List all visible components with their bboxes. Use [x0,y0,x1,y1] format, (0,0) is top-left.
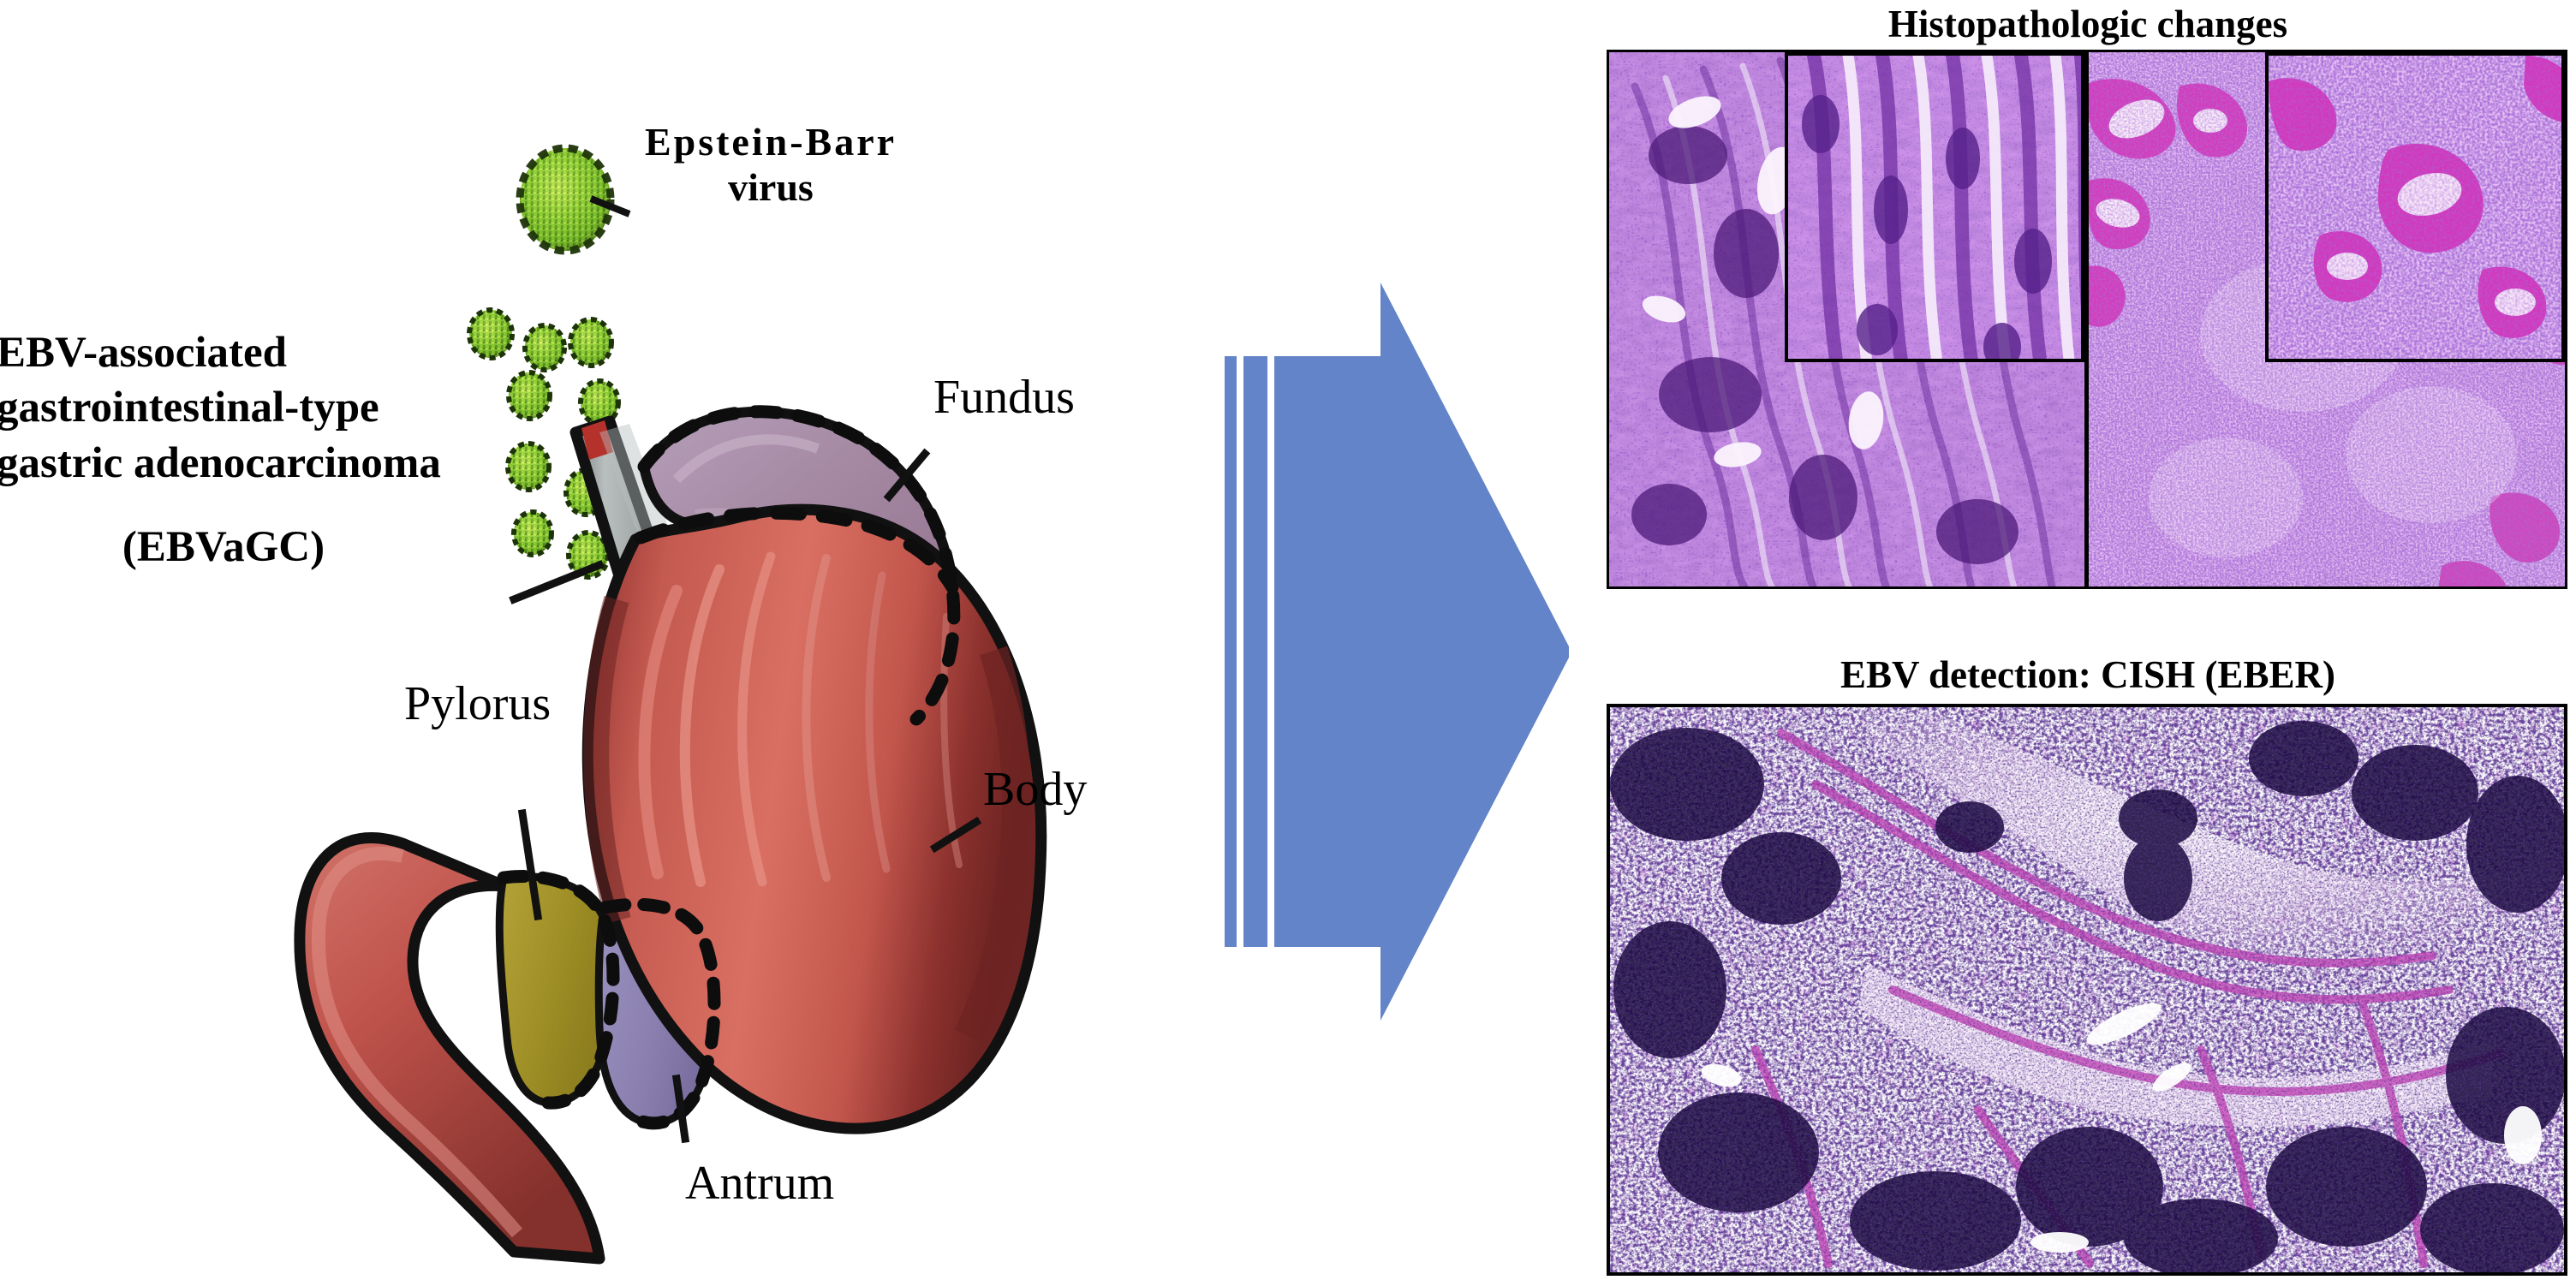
anatomy-leader-lines [509,448,982,1144]
virus-label: Epstein-Barr virus [591,120,951,211]
diagnosis-line3: gastric adenocarcinoma [0,438,441,487]
anatomy-label-antrum: Antrum [685,1157,835,1210]
virus-label-line1: Epstein-Barr [644,120,897,164]
stomach-illustration [294,405,1047,1265]
cish-title: EBV detection: CISH (EBER) [1840,653,2335,696]
histology-inset-right [2264,52,2565,362]
virus-leader-line [589,195,631,217]
histology-micrograph-right [2087,50,2567,589]
diagnosis-label: EBV-associated gastrointestinal-type gas… [0,325,553,575]
histopathology-title: Histopathologic changes [1887,3,2288,45]
diagnosis-abbreviation: (EBVaGC) [122,522,325,571]
arrow-bar-1 [1225,356,1237,947]
process-arrow [1225,274,1636,1113]
esophagus-lumen [581,420,613,460]
anatomy-label-body: Body [983,763,1088,816]
right-micrographs-panel: Histopathologic changes [1600,0,2576,1280]
region-demarcation-dashes [497,405,961,1130]
left-illustration-panel: Epstein-Barr virus EBV-associated gastro… [0,0,1199,1280]
virus-label-line2: virus [728,164,814,209]
virus-particles-small [467,307,621,580]
virus-particle-icon [516,144,615,255]
anatomy-label-fundus: Fundus [933,371,1075,424]
diagnosis-line1: EBV-associated [0,329,288,377]
arrow-bar-2 [1243,356,1267,947]
histology-micrograph-left [1607,50,2087,589]
anatomy-label-pylorus: Pylorus [404,677,552,730]
duodenum-region [294,832,605,1265]
virus-cluster [467,144,631,580]
cish-eber-micrograph [1607,704,2567,1276]
histopathology-image-row [1607,50,2567,589]
diagnosis-line2: gastrointestinal-type [0,384,379,432]
arrow-head-shaft [1274,283,1569,1021]
histology-inset-left [1785,52,2084,362]
